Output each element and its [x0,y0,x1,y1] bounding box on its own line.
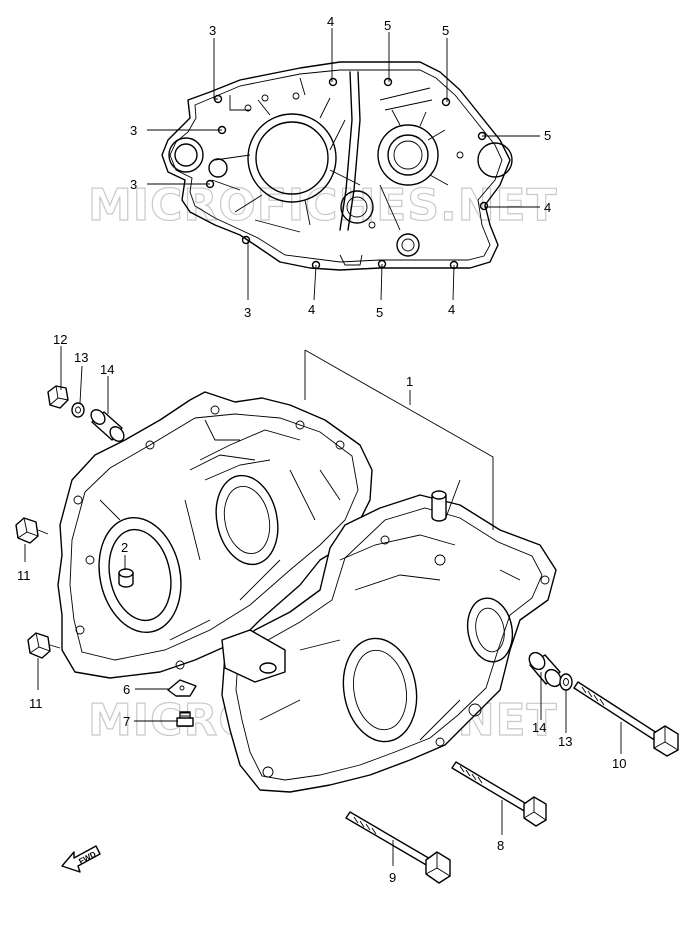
lower-callout-labels: 1 2 6 7 8 9 10 11 11 12 13 13 14 14 [17,332,626,885]
callout-5: 5 [376,305,383,320]
callout-3: 3 [130,177,137,192]
part-12-nut [47,385,69,409]
callout-11: 11 [17,568,31,583]
part-6-plate [167,679,197,697]
callout-5: 5 [544,128,551,143]
callout-5: 5 [384,18,391,33]
part-7-screw [176,711,194,727]
lower-leaders [24,346,622,866]
callout-14: 14 [100,362,114,377]
callout-4: 4 [448,302,455,317]
part-13-washer-right [559,673,573,691]
callout-5: 5 [442,23,449,38]
callout-8: 8 [497,838,504,853]
callout-14: 14 [532,720,546,735]
part-13-washer-left [71,402,85,418]
part-10-bolt [573,681,679,757]
callout-9: 9 [389,870,396,885]
callout-10: 10 [612,756,626,771]
callout-6: 6 [123,682,130,697]
part-14-bush-left [90,409,125,442]
callout-12: 12 [53,332,67,347]
callout-11: 11 [29,696,43,711]
callout-3: 3 [209,23,216,38]
fwd-arrow-icon: FWD [61,845,101,873]
crankcase-face-view [161,61,513,271]
part-9-bolt [345,811,451,884]
callout-1: 1 [406,374,413,389]
callout-7: 7 [123,714,130,729]
part-14-bush-right [528,651,562,688]
part-1-bracket [304,349,494,530]
callout-4: 4 [327,14,334,29]
callout-2: 2 [121,540,128,555]
callout-3: 3 [130,123,137,138]
crankcase-left-half [57,391,373,679]
part-11-nut-upper [15,517,49,544]
part-11-nut-lower [27,632,61,659]
part-8-bolt [451,761,547,827]
callout-4: 4 [308,302,315,317]
callout-4: 4 [544,200,551,215]
top-leaders [147,28,540,301]
callout-3: 3 [244,305,251,320]
crankcase-right-half [221,479,557,793]
top-callout-labels: 3 4 5 5 3 5 3 4 3 4 5 4 [130,14,551,320]
callout-13: 13 [558,734,572,749]
callout-13: 13 [74,350,88,365]
